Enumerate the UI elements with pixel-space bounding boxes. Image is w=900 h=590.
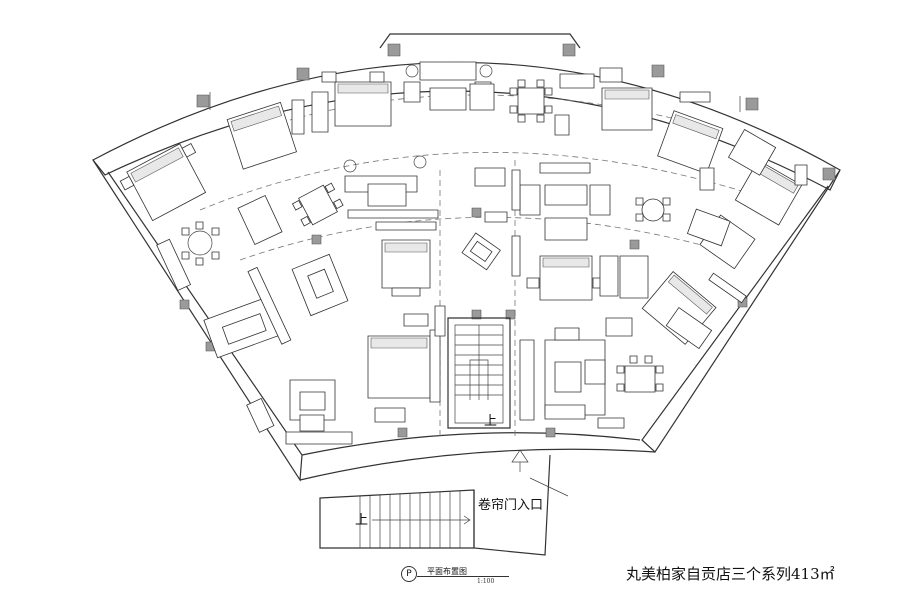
entrance-stair-up-label: 上	[355, 513, 369, 528]
stair-up-label: 上	[484, 414, 498, 429]
title-underline	[417, 576, 509, 577]
entrance-steps	[320, 450, 568, 555]
entrance-label: 卷帘门入口	[478, 498, 544, 513]
plan-scale: 1:100	[477, 578, 495, 585]
dining-sets	[182, 80, 670, 392]
center-fixtures	[462, 170, 520, 276]
drawing-symbol: P	[401, 566, 417, 582]
stairwell	[448, 318, 510, 428]
columns	[180, 44, 835, 437]
plan-title: 平面布置图	[427, 567, 467, 576]
lounge-sets	[204, 62, 730, 444]
store-caption: 丸美柏家自贡店三个系列413㎡	[626, 565, 835, 583]
wall-cabinets	[157, 68, 807, 432]
